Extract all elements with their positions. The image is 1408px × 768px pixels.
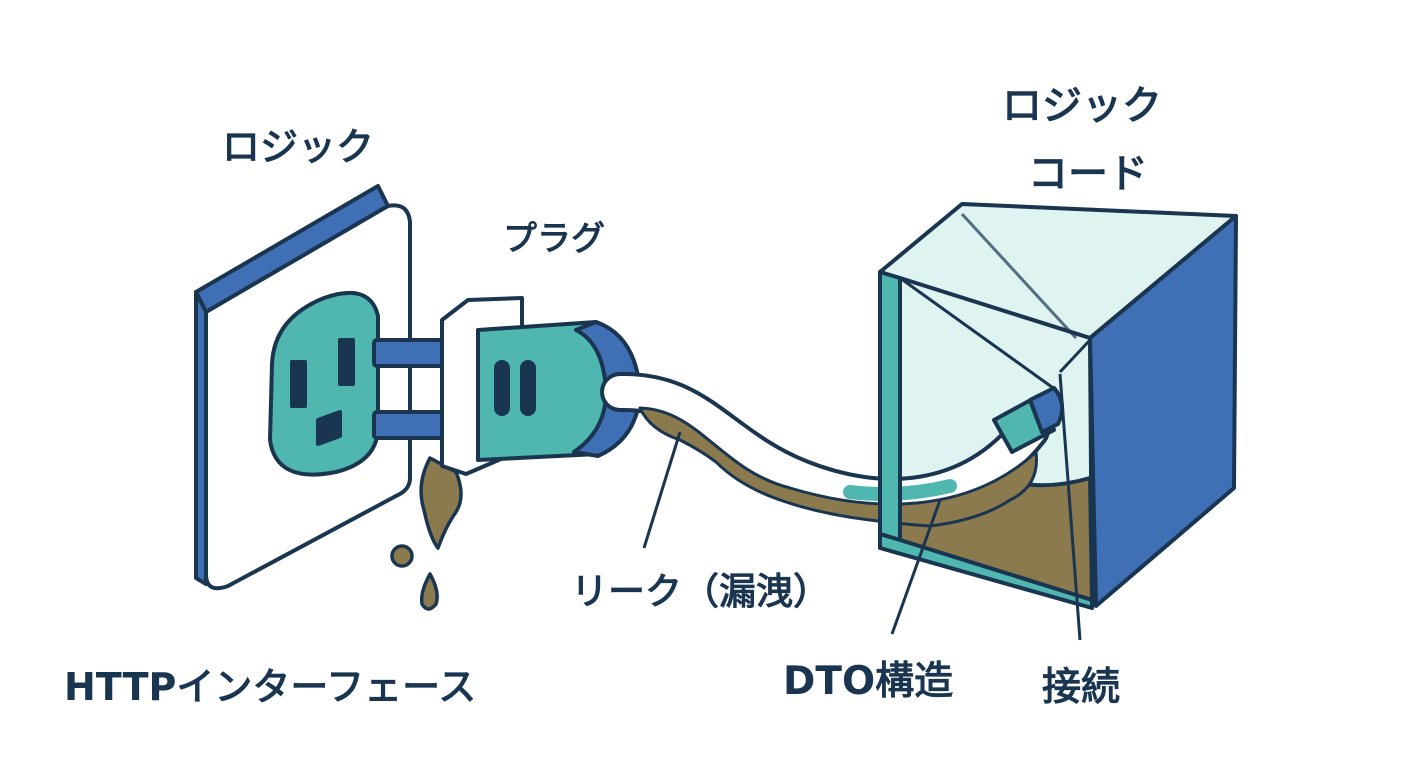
socket-outlet bbox=[268, 290, 380, 477]
logic-code-label-line1: ロジック bbox=[1002, 83, 1162, 129]
socket-label: ロジック bbox=[222, 125, 375, 169]
dto-structure-label: DTO構造 bbox=[783, 659, 954, 704]
leader-lines bbox=[642, 373, 1082, 641]
wall-socket bbox=[194, 184, 412, 591]
leak-label: リーク（漏洩） bbox=[571, 570, 830, 613]
logic-box-front bbox=[878, 214, 1238, 610]
connection-label: 接続 bbox=[1042, 665, 1121, 710]
http-interface-label: HTTPインターフェース bbox=[64, 665, 477, 709]
logic-code-label-line2: コード bbox=[1028, 151, 1148, 197]
logic-code-label: ロジック コード bbox=[1002, 72, 1162, 208]
drip bbox=[390, 456, 463, 611]
plug-label: プラグ bbox=[503, 219, 605, 259]
